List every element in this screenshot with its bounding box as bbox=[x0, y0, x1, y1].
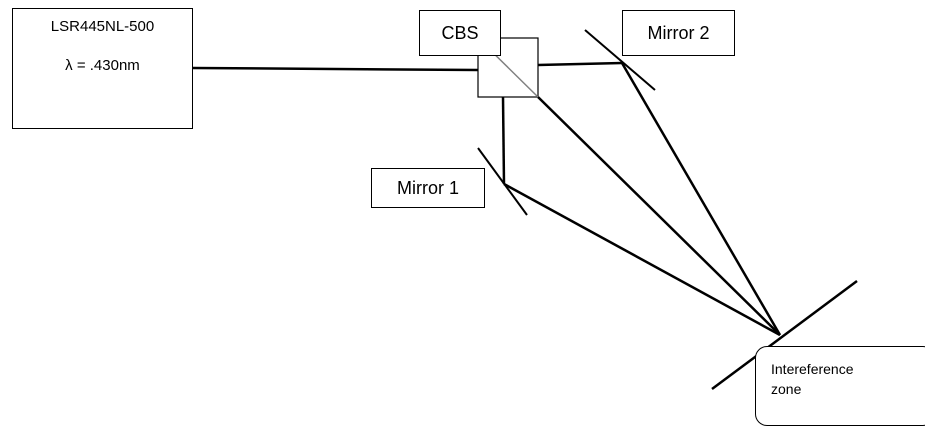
mirror-2-label: Mirror 2 bbox=[647, 22, 710, 43]
mirror-1-label-box: Mirror 1 bbox=[371, 168, 485, 208]
beam-cbs-to-mirror-2 bbox=[537, 61, 623, 67]
mirror-2-label-box: Mirror 2 bbox=[622, 10, 735, 56]
interference-zone-label-line-2: zone bbox=[771, 381, 802, 397]
mirror-1-surface bbox=[477, 147, 528, 216]
cbs-label-box: CBS bbox=[419, 10, 501, 56]
beam-cbs-to-mirror-1 bbox=[501, 96, 506, 185]
beam-cbs-to-zone bbox=[537, 96, 781, 336]
mirror-2-surface bbox=[584, 29, 656, 91]
laser-source-box: LSR445NL-500 λ = .430nm bbox=[12, 8, 193, 129]
interference-zone-label-line-1: Intereference bbox=[771, 361, 854, 377]
cbs-label: CBS bbox=[441, 22, 479, 43]
mirror-1-label: Mirror 1 bbox=[397, 177, 459, 198]
interference-zone-callout: Intereference zone bbox=[755, 346, 925, 426]
laser-model-label: LSR445NL-500 bbox=[50, 18, 155, 35]
interference-screen bbox=[711, 279, 858, 391]
beam-mirror-1-to-zone bbox=[503, 182, 781, 337]
laser-wavelength-label: λ = .430nm bbox=[65, 57, 140, 74]
laser-beam bbox=[192, 66, 479, 72]
beam-mirror-2-to-zone bbox=[620, 62, 782, 336]
